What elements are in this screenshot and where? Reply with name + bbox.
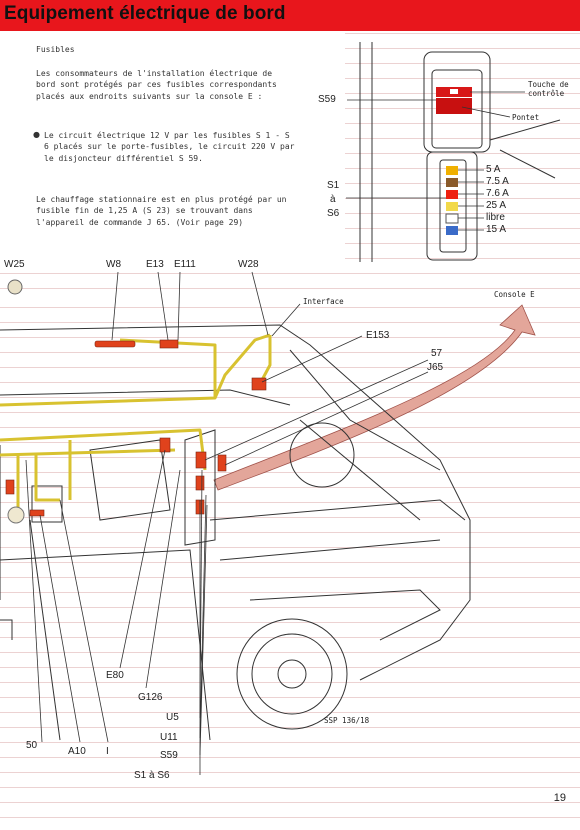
label-j65: J65 <box>427 362 444 373</box>
fuse-rating-6: 15 A <box>486 224 507 235</box>
label-pontet: Pontet <box>512 113 540 122</box>
label-console-e: Console E <box>494 290 535 299</box>
label-50: 50 <box>26 740 38 751</box>
fuse-rating-3: 7.6 A <box>486 188 509 199</box>
label-u5: U5 <box>166 712 179 723</box>
label-e153: E153 <box>366 330 390 341</box>
console-arrow <box>213 304 536 491</box>
console-inset <box>359 42 561 262</box>
label-s1: S1 <box>327 180 340 191</box>
label-i: I <box>106 746 109 757</box>
fuse-rating-5: libre <box>486 212 505 223</box>
inset-leaders <box>346 91 525 231</box>
label-s6: S6 <box>327 208 340 219</box>
lamp-w25 <box>7 279 23 295</box>
label-w25: W25 <box>4 259 25 270</box>
wiring-harness <box>0 333 272 520</box>
fuse-rating-2: 7.5 A <box>486 176 509 187</box>
label-a: à <box>330 194 336 205</box>
label-57: 57 <box>431 348 443 359</box>
fuse-holder <box>445 166 459 235</box>
label-interface: Interface <box>303 297 344 306</box>
text-column <box>0 31 345 263</box>
callout-leaders <box>25 271 429 775</box>
page-number: 19 <box>553 792 566 804</box>
label-a10: A10 <box>68 746 86 757</box>
components <box>5 339 267 517</box>
vehicle-body <box>0 324 471 741</box>
label-touche-controle: Touche de contrôle <box>528 80 569 98</box>
section-title: Fusibles <box>36 45 75 54</box>
label-g126: G126 <box>138 692 163 703</box>
label-ssp: SSP 136/18 <box>324 716 370 725</box>
fuse-rating-1: 5 A <box>486 164 501 175</box>
lamp-lower <box>7 506 25 524</box>
label-e111: E111 <box>174 259 196 270</box>
page-title: Equipement électrique de bord <box>4 3 286 24</box>
label-w8: W8 <box>106 259 121 270</box>
paragraph-heater: Le chauffage stationnaire est en plus pr… <box>36 195 287 227</box>
label-s1-s6: S1 à S6 <box>134 770 170 781</box>
paragraph-circuits: Le circuit électrique 12 V par les fusib… <box>44 131 295 163</box>
label-e80: E80 <box>106 670 124 681</box>
paragraph-intro: Les consommateurs de l'installation élec… <box>36 69 277 101</box>
label-w28: W28 <box>238 259 259 270</box>
label-e13: E13 <box>146 259 164 270</box>
bullet-icon: ● <box>33 130 40 139</box>
label-u11: U11 <box>160 732 178 743</box>
label-s59-inset: S59 <box>318 94 336 105</box>
switch-s59 <box>436 87 472 114</box>
fuse-rating-4: 25 A <box>486 200 507 211</box>
header-bar <box>0 0 580 31</box>
label-s59: S59 <box>160 750 178 761</box>
